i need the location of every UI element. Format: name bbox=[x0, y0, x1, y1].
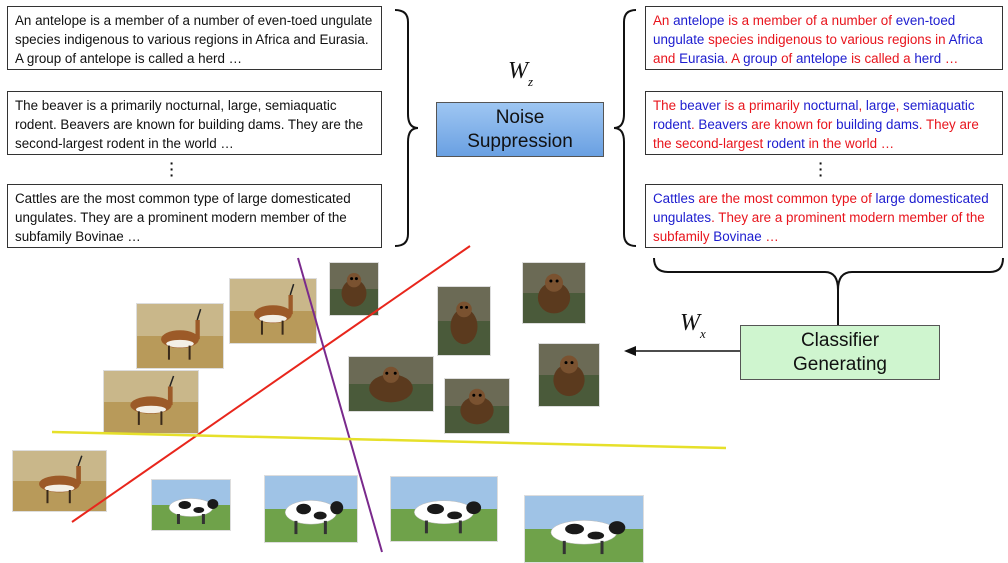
antelope-icon bbox=[13, 451, 106, 511]
text-segment: large bbox=[865, 98, 896, 113]
text-segment: is a primarily bbox=[720, 98, 804, 113]
noise-suppression-line2: Suppression bbox=[467, 131, 573, 152]
text-segment: antelope bbox=[795, 51, 848, 66]
antelope-icon bbox=[137, 304, 223, 368]
beaver-photo-1 bbox=[329, 262, 379, 316]
beaver-icon bbox=[523, 263, 585, 323]
right-text-beaver: The beaver is a primarily nocturnal, lar… bbox=[645, 91, 1003, 155]
text-segment: Cattles bbox=[653, 191, 695, 206]
text-segment: Beavers bbox=[698, 117, 748, 132]
antelope-photo-4 bbox=[12, 450, 107, 512]
wz-label: Wz bbox=[508, 58, 534, 89]
text-segment: , bbox=[895, 98, 904, 113]
beaver-photo-2 bbox=[437, 286, 491, 356]
beaver-icon bbox=[330, 263, 378, 315]
text-segment: nocturnal bbox=[803, 98, 859, 113]
cow-icon bbox=[265, 476, 357, 542]
antelope-photo-2 bbox=[229, 278, 317, 344]
cow-icon bbox=[152, 480, 230, 530]
text-segment: antelope bbox=[673, 13, 725, 28]
text-segment: . A bbox=[724, 51, 744, 66]
left-text-antelope: An antelope is a member of a number of e… bbox=[7, 6, 382, 70]
right-text-cattle: Cattles are the most common type of larg… bbox=[645, 184, 1003, 248]
text-segment: Eurasia bbox=[679, 51, 725, 66]
right-ellipsis: ··· bbox=[818, 155, 824, 183]
classifier-line1: Classifier bbox=[800, 330, 880, 351]
text-segment: … bbox=[761, 229, 779, 244]
text-segment: The beaver is a primarily nocturnal, lar… bbox=[15, 98, 364, 151]
left-ellipsis: ··· bbox=[169, 155, 175, 183]
text-segment: semiaquatic rodent bbox=[653, 98, 975, 132]
text-segment: and bbox=[653, 51, 680, 66]
purple-boundary-line bbox=[297, 257, 383, 553]
text-segment: in the world … bbox=[804, 136, 895, 151]
classifier-generating-box: Classifier Generating bbox=[740, 325, 940, 380]
text-segment: rodent bbox=[766, 136, 805, 151]
right-brace bbox=[613, 9, 637, 247]
cow-photo-3 bbox=[390, 476, 498, 542]
text-segment: beaver bbox=[679, 98, 721, 113]
noise-suppression-box: Noise Suppression bbox=[436, 102, 604, 157]
antelope-icon bbox=[104, 371, 198, 433]
cow-photo-4 bbox=[524, 495, 644, 563]
text-segment: An bbox=[653, 13, 674, 28]
text-segment: . bbox=[690, 117, 699, 132]
text-segment: large domesticated ungulates bbox=[653, 191, 989, 225]
beaver-icon bbox=[438, 287, 490, 355]
antelope-icon bbox=[230, 279, 316, 343]
text-segment: species indigenous to various regions in bbox=[704, 32, 949, 47]
text-segment: Bovinae bbox=[713, 229, 762, 244]
cow-icon bbox=[391, 477, 497, 541]
left-text-cattle: Cattles are the most common type of larg… bbox=[7, 184, 382, 248]
text-segment: are known for bbox=[747, 117, 837, 132]
text-segment: are the most common type of bbox=[694, 191, 876, 206]
beaver-photo-3 bbox=[522, 262, 586, 324]
beaver-photo-4 bbox=[348, 356, 434, 412]
antelope-photo-1 bbox=[136, 303, 224, 369]
text-segment: Africa bbox=[948, 32, 983, 47]
left-text-beaver: The beaver is a primarily nocturnal, lar… bbox=[7, 91, 382, 155]
text-segment: is called a bbox=[847, 51, 915, 66]
text-segment: An antelope is a member of a number of e… bbox=[15, 13, 373, 66]
antelope-photo-3 bbox=[103, 370, 199, 434]
text-segment: Cattles are the most common type of larg… bbox=[15, 191, 351, 244]
right-text-antelope: An antelope is a member of a number of e… bbox=[645, 6, 1003, 70]
classifier-arrow bbox=[624, 346, 740, 356]
red-boundary-line bbox=[71, 245, 471, 523]
cow-icon bbox=[525, 496, 643, 562]
text-segment: The bbox=[653, 98, 680, 113]
text-segment: . They are a prominent modern member of … bbox=[653, 210, 985, 244]
beaver-photo-6 bbox=[538, 343, 600, 407]
classifier-line2: Generating bbox=[792, 354, 887, 375]
wx-label: Wx bbox=[680, 310, 706, 341]
text-segment: even-toed ungulate bbox=[653, 13, 956, 47]
beaver-icon bbox=[539, 344, 599, 406]
beaver-photo-5 bbox=[444, 378, 510, 434]
text-segment: is a member of a number of bbox=[724, 13, 896, 28]
text-segment: building dams bbox=[836, 117, 919, 132]
text-segment: group bbox=[743, 51, 778, 66]
cow-photo-1 bbox=[151, 479, 231, 531]
beaver-icon bbox=[349, 357, 433, 411]
noise-suppression-line1: Noise bbox=[495, 107, 545, 128]
cow-photo-2 bbox=[264, 475, 358, 543]
yellow-boundary-line bbox=[51, 430, 727, 450]
text-segment: herd bbox=[914, 51, 942, 66]
left-brace bbox=[394, 9, 419, 247]
text-segment: of bbox=[777, 51, 796, 66]
text-segment: , bbox=[858, 98, 866, 113]
text-segment: . They are the second-largest bbox=[653, 117, 979, 151]
beaver-icon bbox=[445, 379, 509, 433]
text-segment: … bbox=[941, 51, 959, 66]
